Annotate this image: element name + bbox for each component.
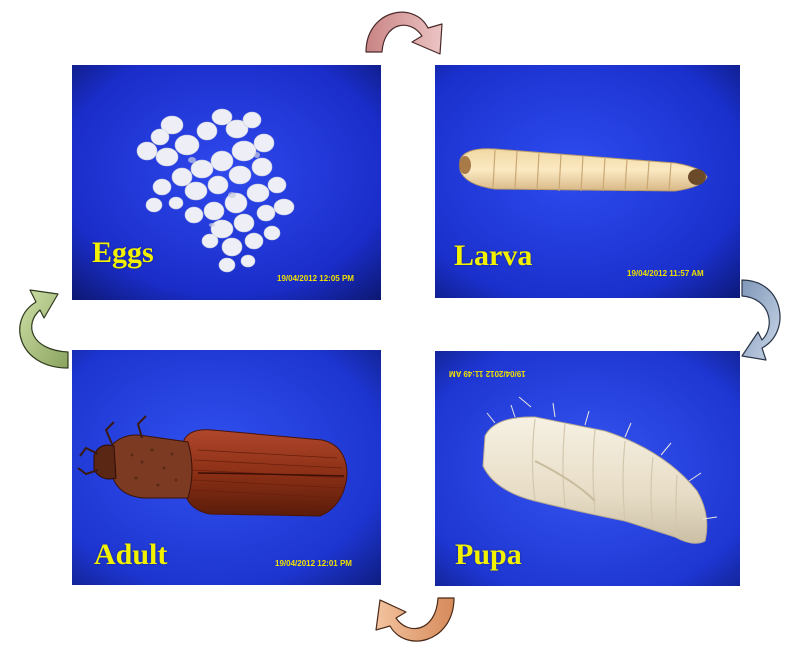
- curved-arrow-left-icon: [8, 276, 74, 372]
- larva-photo: Larva 19/04/2012 11:57 AM: [435, 65, 740, 298]
- eggs-label: Eggs: [92, 238, 154, 268]
- larva-timestamp: 19/04/2012 11:57 AM: [627, 270, 704, 278]
- adult-photo: Adult 19/04/2012 12:01 PM: [72, 350, 381, 585]
- curved-arrow-top-icon: [362, 2, 462, 57]
- adult-timestamp: 19/04/2012 12:01 PM: [275, 560, 352, 568]
- larva-label: Larva: [454, 241, 532, 271]
- eggs-photo: Eggs 19/04/2012 12:05 PM: [72, 65, 381, 300]
- curved-arrow-right-icon: [740, 276, 789, 376]
- curved-arrow-bottom-icon: [352, 594, 458, 652]
- adult-label: Adult: [94, 540, 167, 570]
- pupa-timestamp: 19/04/2012 11:49 AM: [449, 369, 526, 377]
- eggs-timestamp: 19/04/2012 12:05 PM: [277, 275, 354, 283]
- pupa-photo: Pupa 19/04/2012 11:49 AM: [435, 351, 740, 586]
- pupa-label: Pupa: [455, 540, 522, 570]
